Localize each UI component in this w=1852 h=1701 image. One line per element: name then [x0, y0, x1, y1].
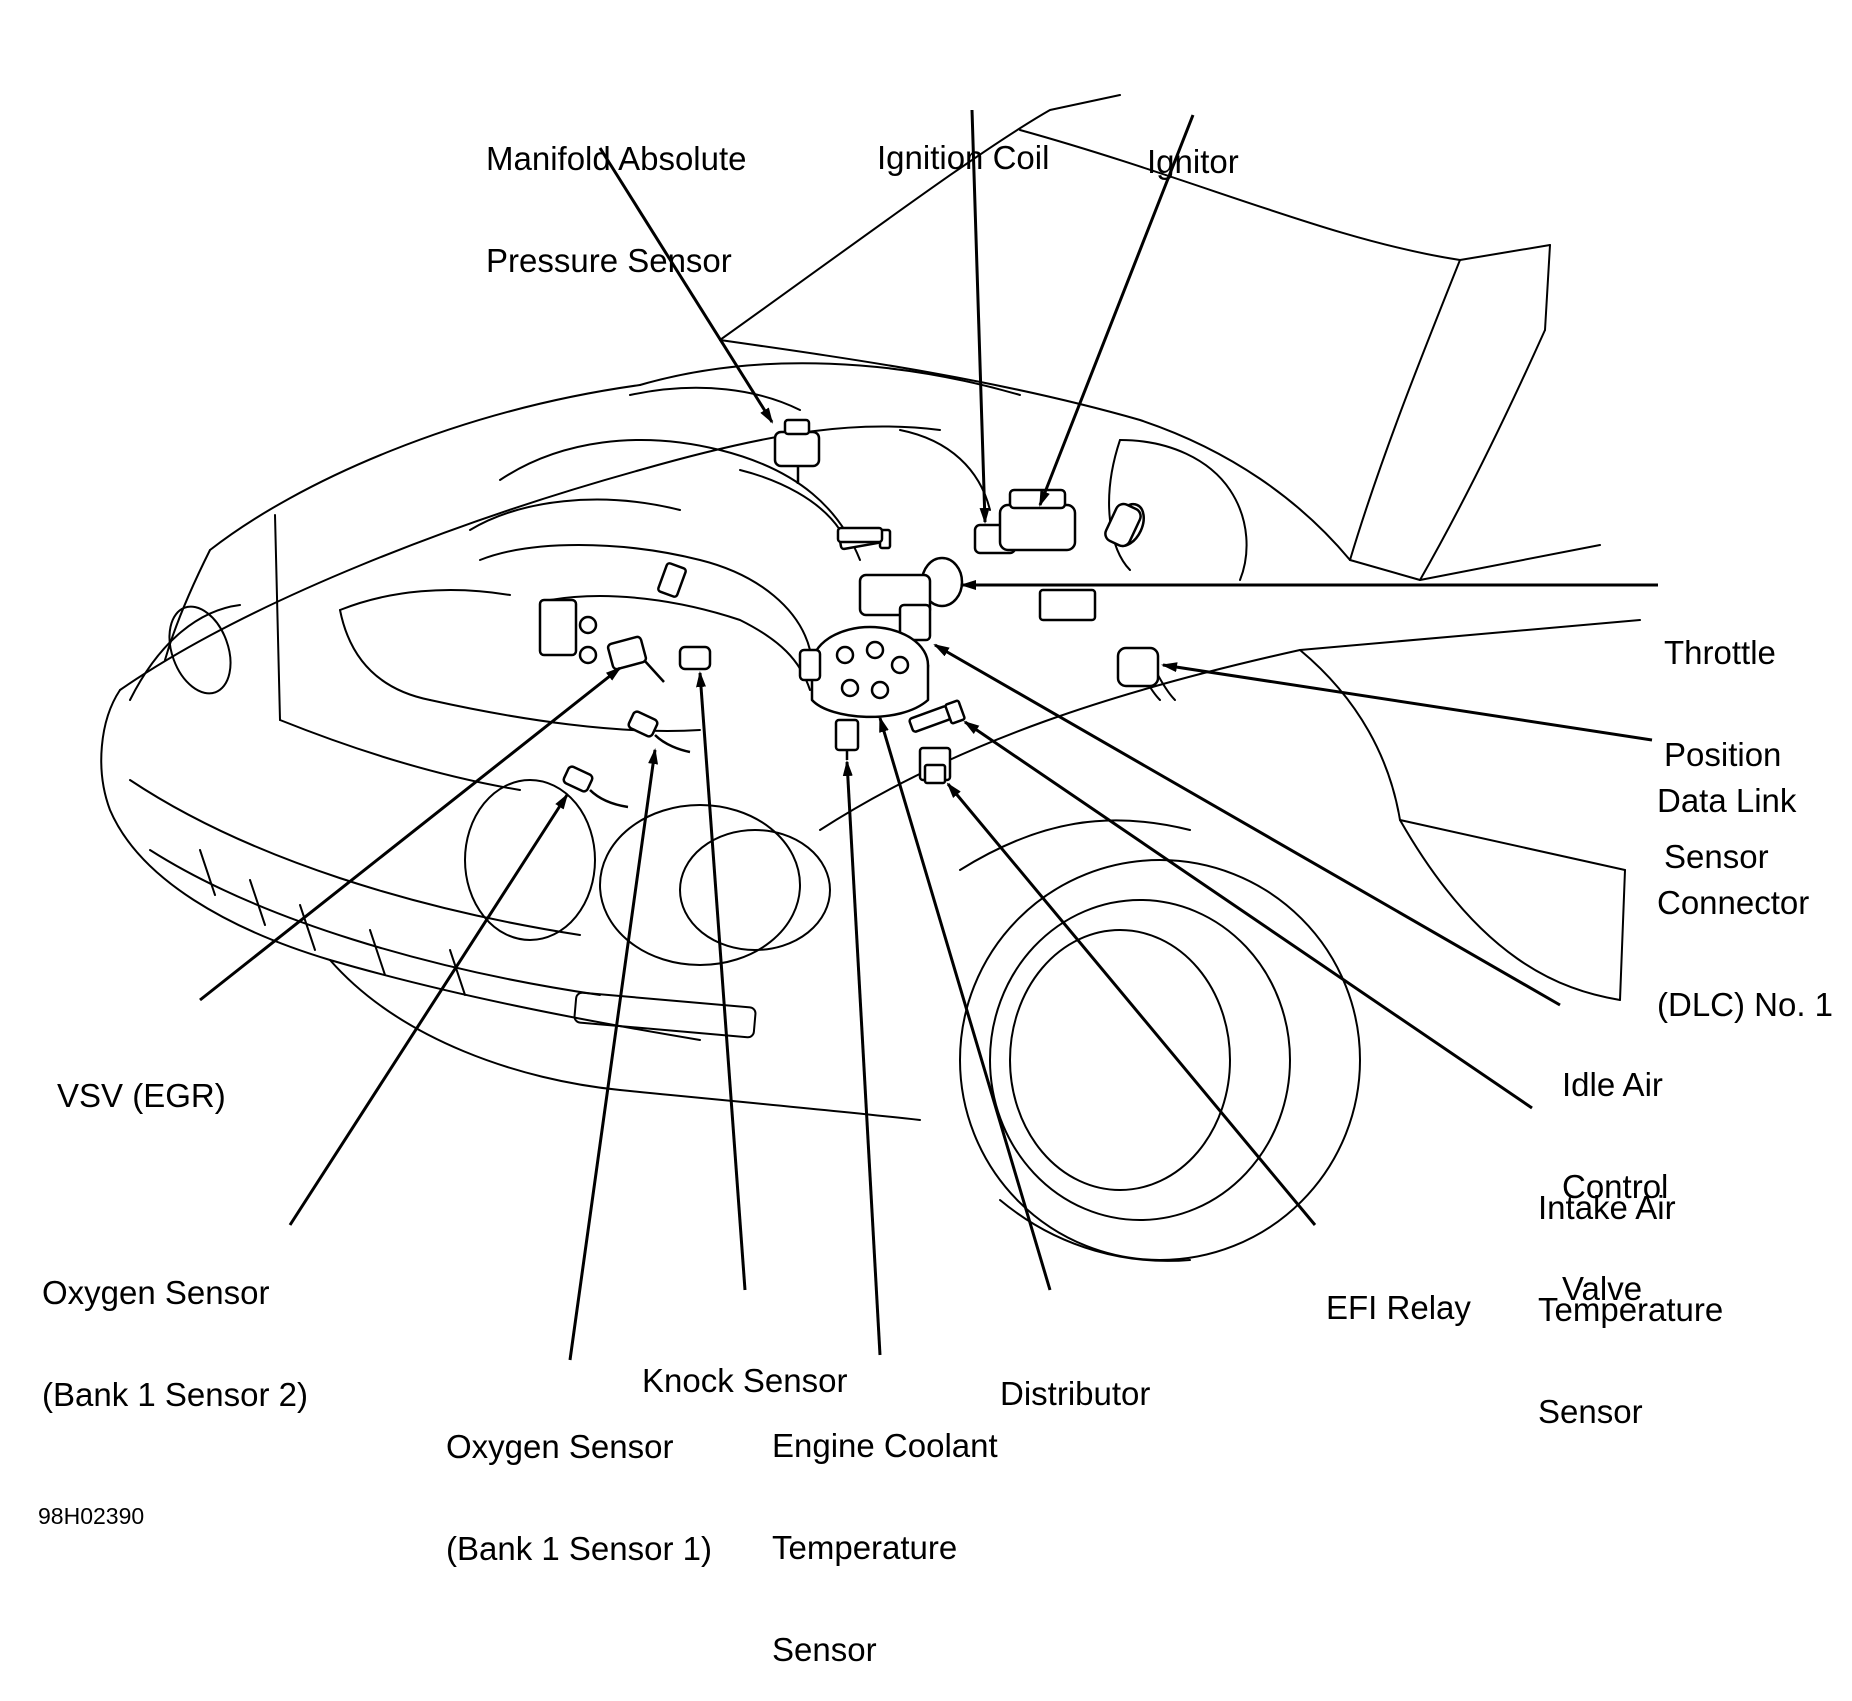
leader-lines: [199, 109, 1658, 1361]
label-iacv-line1: Idle Air: [1562, 1066, 1663, 1103]
leader-ignition-coil: [970, 109, 990, 524]
label-map-sensor-line2: Pressure Sensor: [486, 242, 732, 279]
label-oxygen-sensor-2: Oxygen Sensor (Bank 1 Sensor 2): [42, 1208, 308, 1446]
oxygen-sensor-2-icon: [562, 765, 629, 809]
map-sensor-icon: [773, 418, 821, 484]
label-distributor: Distributor: [1000, 1309, 1150, 1445]
label-ignitor-line1: Ignitor: [1147, 143, 1239, 180]
leader-oxygen-sensor-2: [288, 793, 569, 1226]
label-knock-sensor: Knock Sensor: [642, 1296, 847, 1432]
label-knock-sensor-line1: Knock Sensor: [642, 1362, 848, 1399]
label-ect-line1: Engine Coolant: [772, 1427, 998, 1464]
vehicle-outline-icon: [100, 94, 1641, 1262]
data-link-connector-icon: [1116, 646, 1160, 688]
engine-component-diagram: [100, 94, 1658, 1361]
label-vsv-egr-line1: VSV (EGR): [57, 1077, 226, 1114]
leader-oxygen-sensor-1: [568, 748, 659, 1361]
label-distributor-line1: Distributor: [1000, 1375, 1151, 1412]
label-iacv-line2: Control: [1562, 1168, 1669, 1205]
label-dlc-line3: (DLC) No. 1: [1657, 986, 1834, 1023]
coolant-temperature-sensor-icon: [834, 718, 860, 760]
label-intake-air-temperature-sensor: Intake Air Temperature Sensor: [1538, 1123, 1723, 1463]
oxygen-sensor-1-icon: [627, 710, 691, 754]
label-iat-line2: Temperature: [1538, 1291, 1724, 1328]
label-dlc-line1: Data Link: [1657, 782, 1797, 819]
label-ect-line3: Sensor: [772, 1631, 877, 1668]
label-efi-relay-line1: EFI Relay: [1326, 1289, 1471, 1326]
vsv-egr-icon: [538, 598, 665, 683]
leader-coolant-temperature-sensor: [842, 760, 882, 1356]
label-oxygen-sensor-1: Oxygen Sensor (Bank 1 Sensor 1): [446, 1362, 712, 1600]
label-ect-line2: Temperature: [772, 1529, 958, 1566]
figure-id: 98H02390: [38, 1503, 145, 1529]
label-dlc-line2: Connector: [1657, 884, 1810, 921]
leader-map-sensor: [598, 147, 774, 424]
label-o2s2-line2: (Bank 1 Sensor 2): [42, 1376, 308, 1413]
intake-air-temperature-sensor-icon: [908, 699, 966, 733]
leader-intake-air-temperature-sensor: [963, 720, 1533, 1110]
leader-data-link-connector: [1161, 662, 1653, 742]
label-throttle-position-sensor: Throttle Position Sensor: [1664, 568, 1781, 908]
leader-vsv-egr: [199, 666, 622, 1002]
label-ignition-coil: Ignition Coil: [877, 73, 1049, 209]
label-iat-line3: Sensor: [1538, 1393, 1643, 1430]
label-o2s1-line2: (Bank 1 Sensor 1): [446, 1530, 712, 1567]
label-ignitor: Ignitor: [1147, 77, 1239, 213]
label-vsv-egr: VSV (EGR): [57, 1011, 226, 1147]
leader-idle-air-control-valve: [933, 643, 1561, 1007]
leader-efi-relay: [946, 782, 1317, 1226]
hose-clamp-icon: [1104, 502, 1145, 548]
efi-relay-icon: [918, 746, 952, 785]
label-o2s1-line1: Oxygen Sensor: [446, 1428, 674, 1465]
throttle-position-sensor-icon: [858, 556, 964, 642]
component-drawings: [538, 418, 1160, 809]
label-map-sensor: Manifold Absolute Pressure Sensor: [486, 74, 747, 312]
label-iat-line1: Intake Air: [1538, 1189, 1676, 1226]
label-iacv-line3: Valve: [1562, 1270, 1643, 1307]
knock-sensor-icon: [678, 645, 712, 671]
label-idle-air-control-valve: Idle Air Control Valve: [1562, 1000, 1668, 1340]
label-efi-relay: EFI Relay: [1326, 1223, 1471, 1359]
label-tps-line3: Sensor: [1664, 838, 1769, 875]
fuel-injector-icon: [657, 526, 884, 598]
label-data-link-connector: Data Link Connector (DLC) No. 1: [1657, 716, 1833, 1056]
leader-knock-sensor: [696, 671, 747, 1291]
ignitor-icon: [998, 488, 1097, 622]
label-ignition-coil-line1: Ignition Coil: [877, 139, 1050, 176]
distributor-icon: [798, 625, 930, 719]
label-tps-line1: Throttle: [1664, 634, 1776, 671]
label-map-sensor-line1: Manifold Absolute: [486, 140, 747, 177]
label-tps-line2: Position: [1664, 736, 1782, 773]
label-o2s2-line1: Oxygen Sensor: [42, 1274, 270, 1311]
leader-ignitor: [1038, 114, 1195, 507]
leader-distributor: [878, 716, 1052, 1291]
